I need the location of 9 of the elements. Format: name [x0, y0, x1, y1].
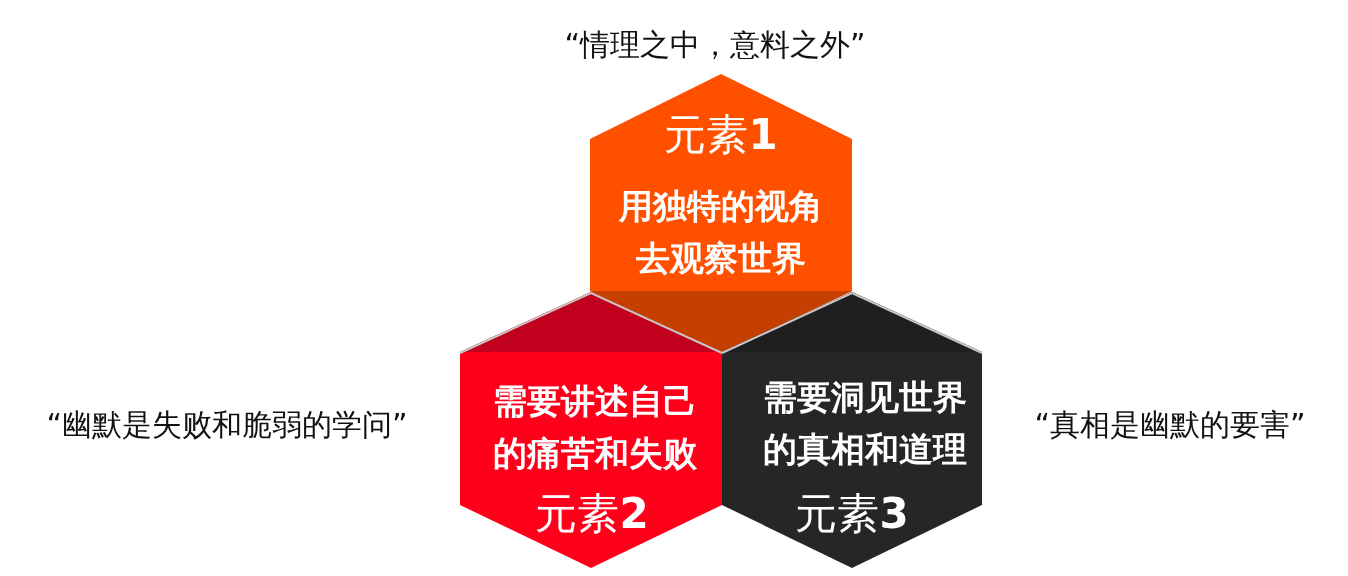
quote-text: “真相是幽默的要害”: [1034, 407, 1306, 443]
hexagon-title: 元素1: [664, 112, 778, 158]
hexagon-title: 元素2: [535, 491, 649, 537]
quote-text: “幽默是失败和脆弱的学问”: [46, 407, 408, 443]
quote-text: “情理之中，意料之外”: [564, 27, 866, 63]
hexagon-title: 元素3: [795, 491, 909, 537]
hexagon-text: 需要洞见世界的真相和道理: [762, 376, 968, 471]
hexagon-text: 用独特的视角去观察世界: [618, 185, 824, 280]
hexagon-text: 需要讲述自己的痛苦和失败: [492, 380, 698, 475]
